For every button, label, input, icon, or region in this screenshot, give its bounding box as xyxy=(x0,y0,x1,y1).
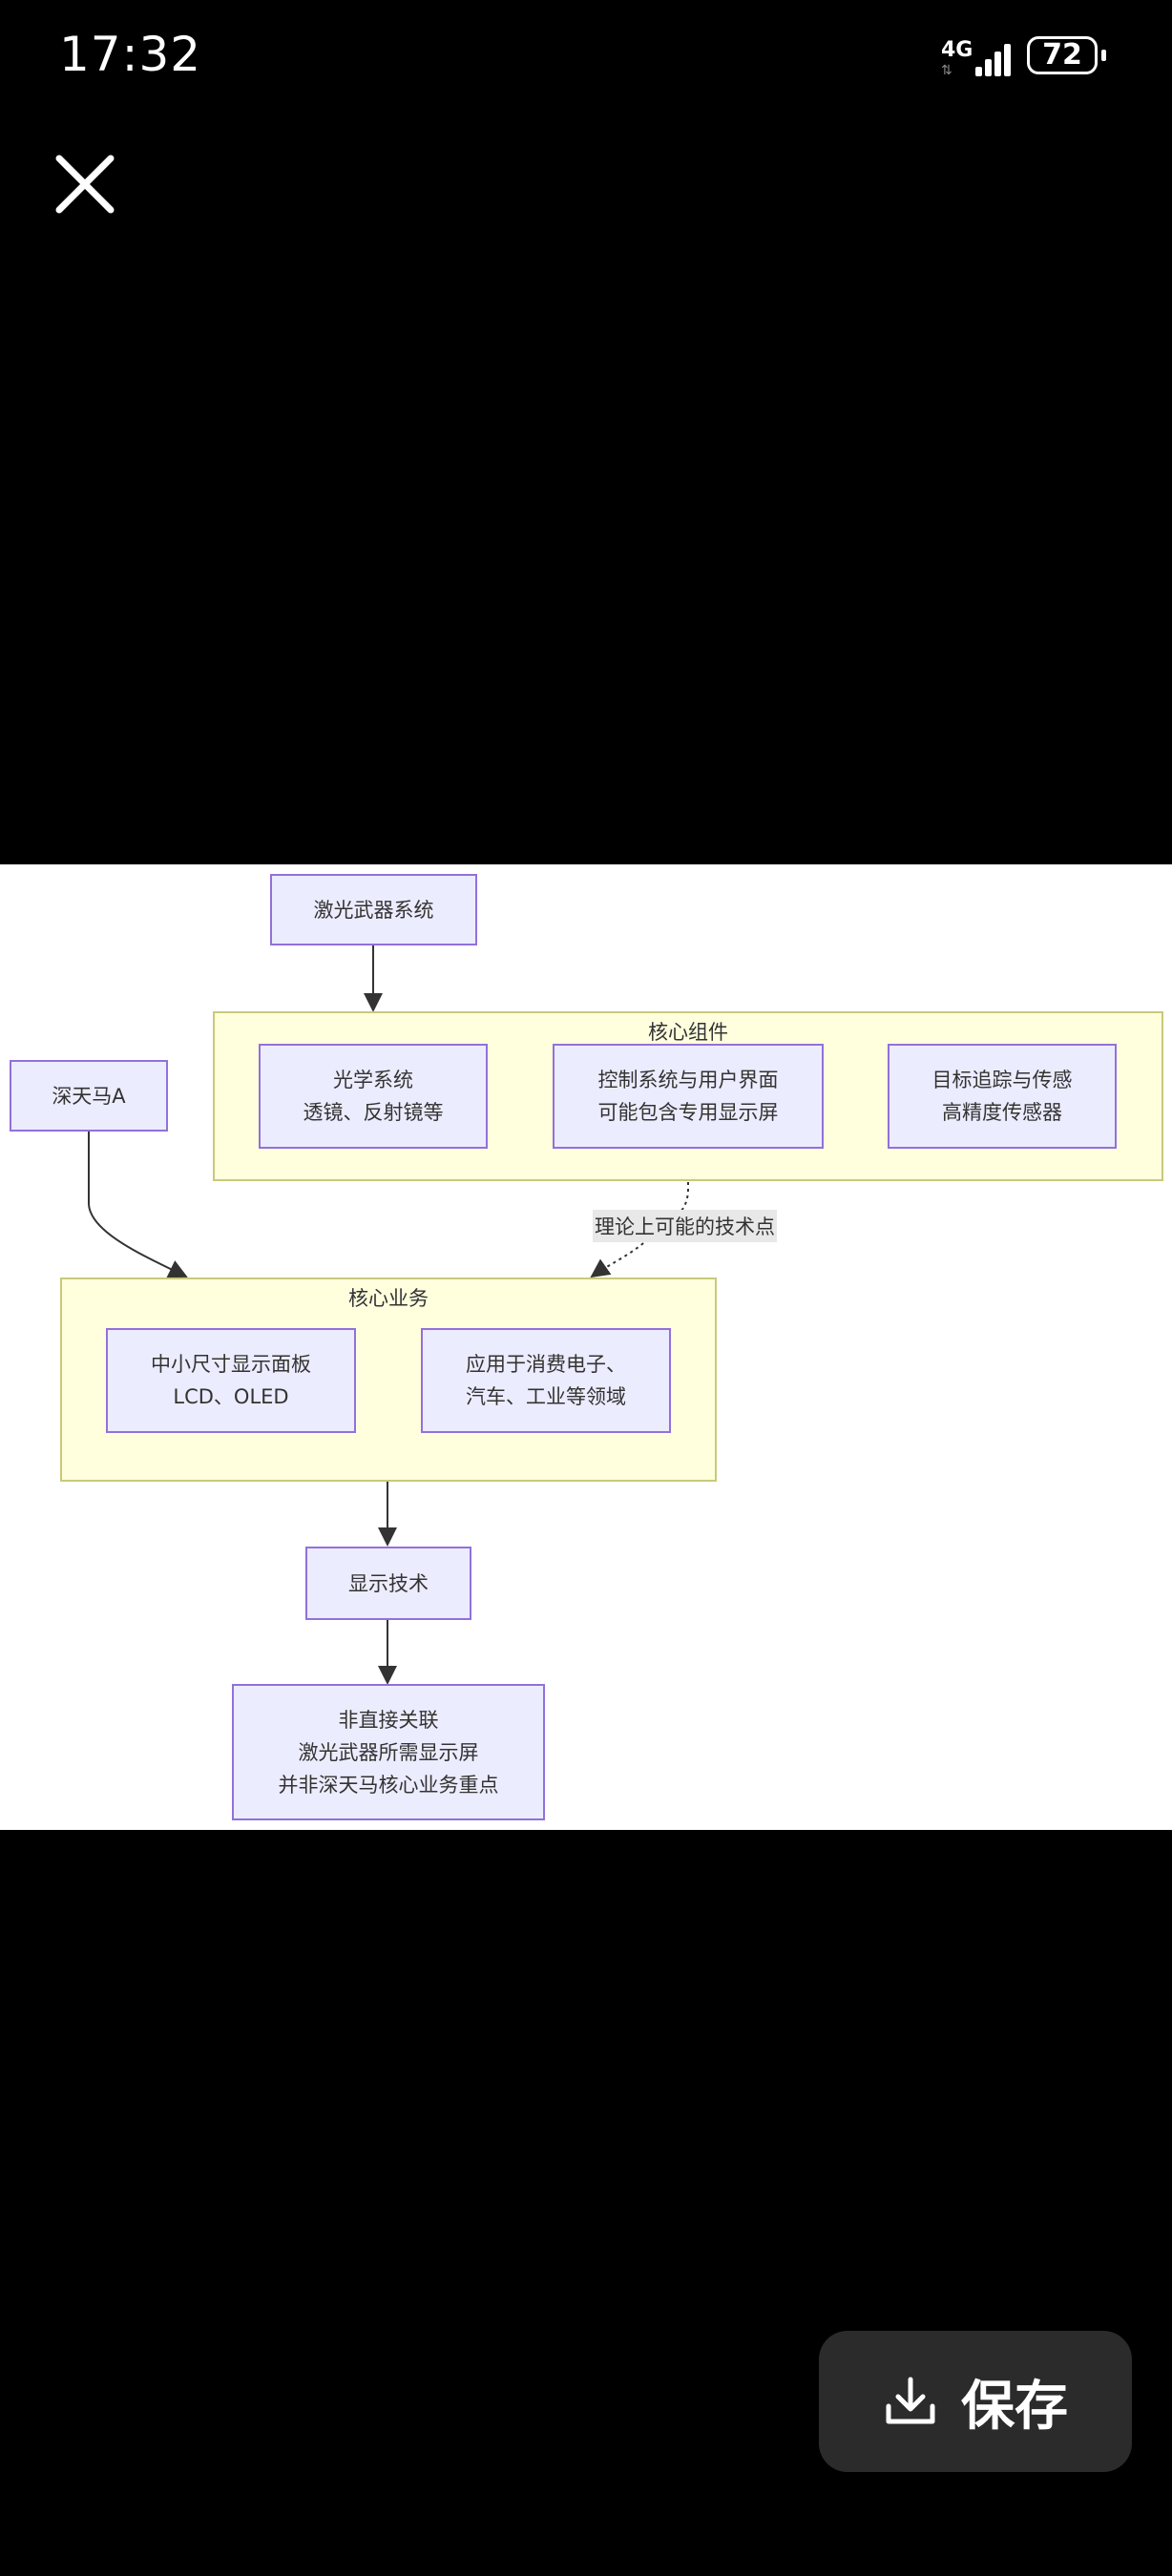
signal-icon xyxy=(975,38,1019,76)
network-type: 4G xyxy=(941,38,973,62)
node-application: 应用于消费电子、 汽车、工业等领域 xyxy=(421,1328,671,1433)
download-icon xyxy=(886,2377,935,2424)
flowchart-image: 激光武器系统 核心组件 光学系统 透镜、反射镜等 控制系统与用户界面 可能包含专… xyxy=(0,864,1172,1830)
node-laser-system: 激光武器系统 xyxy=(270,874,477,945)
battery-icon xyxy=(1101,50,1106,61)
data-activity-icon: ⇅ xyxy=(941,63,952,78)
status-icons: 4G ⇅ 72 xyxy=(941,34,1113,82)
node-optics: 光学系统 透镜、反射镜等 xyxy=(259,1044,488,1149)
close-button[interactable] xyxy=(53,153,116,216)
edge-shentianma-to-business xyxy=(88,1132,188,1278)
close-icon xyxy=(55,155,115,214)
battery-level: 72 xyxy=(1027,36,1098,74)
edge-label-theoretical: 理论上可能的技术点 xyxy=(593,1210,777,1242)
node-shentianma: 深天马A xyxy=(10,1060,168,1132)
cluster-title-core-components: 核心组件 xyxy=(648,1021,728,1044)
node-control: 控制系统与用户界面 可能包含专用显示屏 xyxy=(553,1044,824,1149)
diagram-edges xyxy=(88,945,689,1685)
edge-control-to-business xyxy=(590,1149,689,1278)
status-time: 17:32 xyxy=(59,27,202,82)
node-tracking: 目标追踪与传感 高精度传感器 xyxy=(888,1044,1117,1149)
node-conclusion: 非直接关联 激光武器所需显示屏 并非深天马核心业务重点 xyxy=(232,1684,545,1820)
node-panel: 中小尺寸显示面板 LCD、OLED xyxy=(106,1328,356,1433)
cluster-title-core-business: 核心业务 xyxy=(348,1287,429,1310)
save-button[interactable]: 保存 xyxy=(819,2331,1132,2472)
node-display-tech: 显示技术 xyxy=(305,1547,471,1620)
save-label: 保存 xyxy=(961,2375,1068,2438)
